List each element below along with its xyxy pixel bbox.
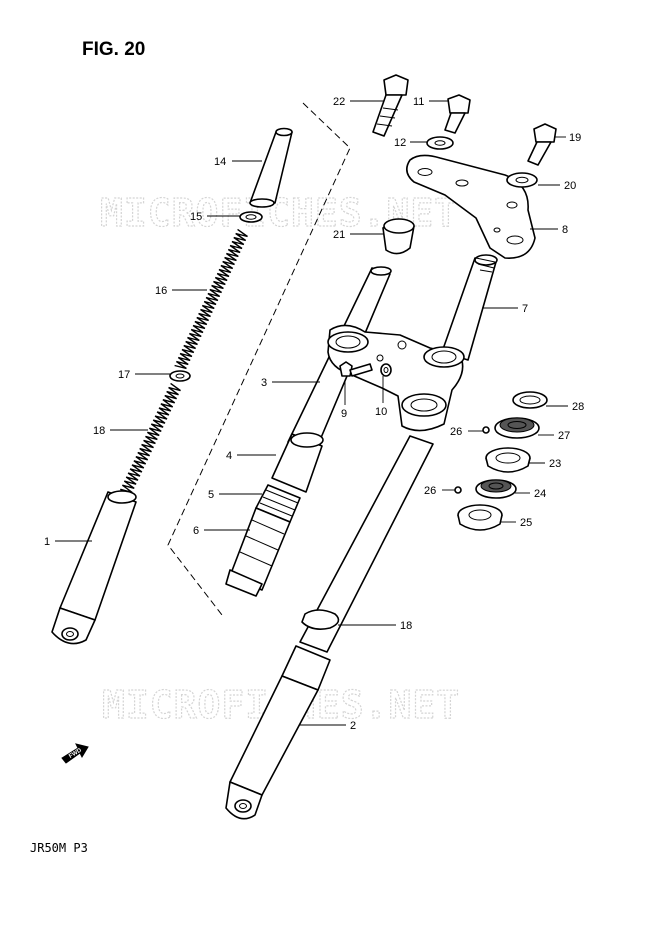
callouts: 14 15 16 17 18 1 3 4 5 6 22 11 12 19 20 … [44, 96, 584, 732]
callout-1: 1 [44, 536, 50, 548]
spacer-tube [249, 127, 293, 208]
washer-20 [506, 172, 538, 188]
outer-tube-left [51, 490, 137, 645]
bearing-cone-lower [457, 504, 503, 531]
callout-26-lower: 26 [424, 485, 436, 497]
callout-15: 16 [155, 285, 167, 297]
callout-28: 28 [572, 401, 584, 413]
fwd-direction-icon: FWD [61, 743, 89, 764]
callout-5: 5 [208, 489, 214, 501]
pinch-bolt [339, 361, 373, 377]
fork-spring-lower [116, 382, 181, 502]
callout-27: 27 [558, 430, 570, 442]
bearing-cone-upper [485, 447, 531, 473]
callout-4: 4 [226, 450, 232, 462]
callout-3: 3 [261, 377, 267, 389]
stem-cap [382, 218, 415, 255]
washer-14 [239, 211, 263, 223]
model-code: JR50M P3 [30, 841, 88, 855]
figure-title: FIG. 20 [82, 39, 145, 60]
callout-6: 6 [193, 525, 199, 537]
callout-9: 9 [341, 408, 347, 420]
bearing-race-lower [475, 479, 517, 499]
bolt-22 [372, 74, 409, 137]
callout-7: 7 [522, 303, 528, 315]
callout-16: 17 [118, 369, 130, 381]
bolt-11 [444, 94, 471, 134]
callout-23: 23 [549, 458, 561, 470]
callout-12: 12 [394, 137, 406, 149]
callout-8: 8 [562, 224, 568, 236]
outer-tube-right [225, 435, 434, 820]
callout-22: 22 [333, 96, 345, 108]
callout-11: 11 [413, 96, 424, 108]
callout-24: 24 [534, 488, 546, 500]
callout-20: 20 [564, 180, 576, 192]
upper-bracket [406, 154, 536, 259]
callout-18: 18 [400, 620, 412, 632]
steering-stem-lower-bracket [327, 254, 498, 432]
bolt-19 [527, 123, 557, 166]
steel-ball-26b [454, 486, 462, 494]
spring-seat [169, 370, 191, 382]
lock-washer-10 [380, 363, 392, 377]
fork-spring-upper [174, 228, 248, 370]
bearing-nut [512, 391, 548, 409]
steel-ball-26a [482, 426, 490, 434]
washer-12 [426, 136, 454, 150]
bearing-race-upper [494, 417, 540, 439]
callout-26-upper: 26 [450, 426, 462, 438]
callout-21: 21 [333, 229, 345, 241]
callout-10: 10 [375, 406, 387, 418]
callout-13: 14 [214, 156, 226, 168]
callout-2: 2 [350, 720, 356, 732]
circlip [301, 609, 340, 630]
callout-19: 19 [569, 132, 581, 144]
callout-17: 18 [93, 425, 105, 437]
callout-14: 15 [190, 211, 202, 223]
callout-25: 25 [520, 517, 532, 529]
